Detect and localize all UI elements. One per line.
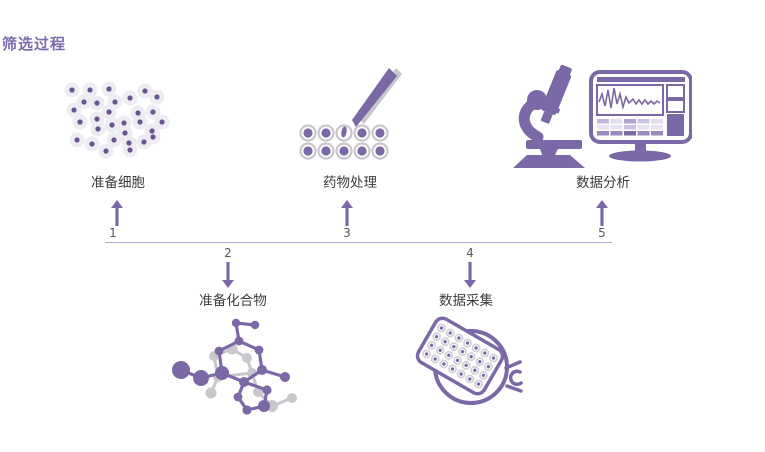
step-2-down-arrow-icon bbox=[222, 262, 234, 288]
step-5-label: 数据分析 bbox=[576, 175, 630, 191]
step-4-down-arrow-icon bbox=[464, 262, 476, 288]
step-1-label: 准备细胞 bbox=[91, 175, 145, 191]
molecule-icon bbox=[172, 318, 297, 415]
timeline-line bbox=[105, 242, 612, 243]
step-2-label: 准备化合物 bbox=[199, 293, 267, 309]
step-1-number: 1 bbox=[109, 226, 117, 240]
step-4-label: 数据采集 bbox=[439, 293, 493, 309]
step-3-number: 3 bbox=[343, 226, 351, 240]
step-5-up-arrow-icon bbox=[596, 200, 608, 226]
step-4-number: 4 bbox=[466, 246, 474, 260]
microplate-reader-icon bbox=[415, 316, 523, 405]
step-1-up-arrow-icon bbox=[111, 200, 123, 226]
pipette-wellplate-icon bbox=[299, 68, 402, 160]
step-5-number: 5 bbox=[598, 226, 606, 240]
page-title: 筛选过程 bbox=[2, 35, 67, 53]
step-3-up-arrow-icon bbox=[341, 200, 353, 226]
cells-icon bbox=[64, 81, 170, 159]
microscope-monitor-icon bbox=[513, 64, 692, 168]
microscope-icon bbox=[513, 64, 585, 168]
step-2-number: 2 bbox=[224, 246, 232, 260]
monitor-icon bbox=[589, 70, 692, 162]
step-3-label: 药物处理 bbox=[323, 175, 377, 191]
